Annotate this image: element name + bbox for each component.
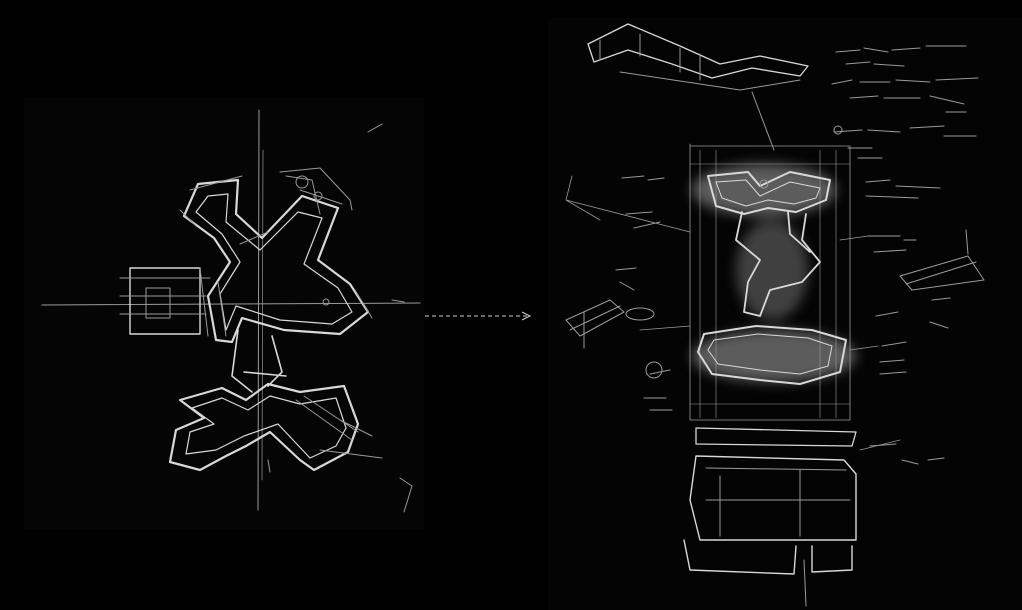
- vertical-axis-line: [257, 109, 260, 511]
- upper-courtyard-ring: [707, 171, 831, 215]
- upper-ribbon-outline: [182, 178, 370, 344]
- annotations: [565, 175, 951, 465]
- lower-ribbon-outline: [168, 382, 360, 472]
- central-link: [231, 329, 287, 393]
- horizontal-axis-line: [41, 302, 421, 306]
- elevation-sketch: [587, 23, 809, 151]
- lower-plaza: [683, 427, 857, 607]
- progression-arrow: [425, 311, 532, 321]
- entry-block: [119, 267, 227, 337]
- central-spine: [735, 211, 821, 317]
- developed-site-plan: [565, 23, 985, 607]
- lower-courtyard-ring: [697, 325, 847, 385]
- handwritten-notes: [831, 45, 979, 159]
- concept-sketch: [41, 109, 421, 513]
